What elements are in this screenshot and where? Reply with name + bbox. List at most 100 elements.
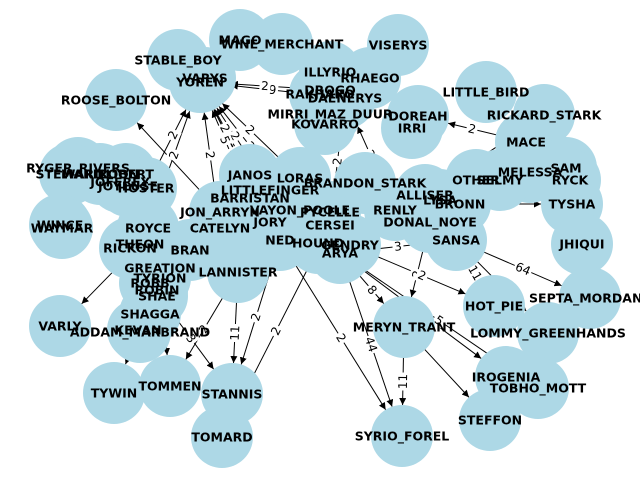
edge-weight-label-bg [259, 78, 271, 94]
edge-weight-text: 2 [248, 311, 264, 322]
node-sansa [425, 209, 487, 271]
node-label: RHAEGO [340, 71, 399, 86]
node-label: SYRIO_FOREL [355, 429, 450, 445]
edge-weight-label: 3 [391, 238, 405, 255]
node-label: MERYN_TRANT [353, 320, 456, 336]
node-label: TYRION [134, 271, 187, 286]
node-label: IROGENIA [472, 370, 541, 385]
edge-weight-label: 2 [195, 320, 213, 338]
edge-weight-label: 64 [511, 259, 535, 279]
edge-weight-label-bg [395, 372, 411, 391]
node-circle [83, 362, 145, 424]
edge-weight-label-bg [332, 329, 350, 347]
node-label: GENDRY [321, 238, 380, 253]
node-label: DONAL_NOYE [383, 215, 477, 231]
node-label: TOBHO_MOTT [490, 381, 587, 397]
node-label: DOREAH [388, 109, 447, 124]
node-label: ROOSE_BOLTON [61, 93, 171, 109]
node-septa-mordane [559, 267, 621, 329]
node-label: STANNIS [202, 387, 263, 402]
node-label: ALLISER [396, 188, 454, 203]
edge-weight-label: 2 [332, 329, 350, 347]
node-circle [85, 69, 147, 131]
node-label: ROBIN [135, 283, 180, 298]
node-syrio-forel [371, 405, 433, 467]
edge-weight-label: 2 [216, 120, 234, 137]
edge-weight-text: 11 [228, 325, 243, 341]
node-circle [139, 355, 201, 417]
node-wine-merchant [251, 13, 313, 75]
node-label: DAENERYS [308, 91, 383, 106]
node-label: ADDAM_MARBRAND [70, 325, 210, 341]
edge-weight-label-bg [363, 281, 381, 299]
node-label: RENLY [373, 203, 418, 218]
node-label: JANOS [227, 168, 272, 183]
node-circle [455, 61, 517, 123]
edge-weight-label-bg [195, 320, 213, 338]
edge-weight-text: 11 [396, 374, 410, 390]
edge-weight-label-bg [247, 309, 265, 325]
node-tywin [83, 362, 145, 424]
node-label: TYWIN [91, 386, 137, 401]
edge-weight-label-bg [414, 266, 430, 285]
node-label: LANNISTER [199, 265, 278, 280]
node-circle [517, 302, 579, 364]
node-steffon [459, 389, 521, 451]
node-circle [174, 47, 236, 109]
edge-weight-label-bg [465, 120, 479, 138]
edge-weight-text: 2 [203, 150, 218, 159]
node-circle [559, 267, 621, 329]
node-varly [29, 295, 91, 357]
node-roose-bolton [85, 69, 147, 131]
node-label: OTHER [452, 173, 500, 188]
node-gendry [319, 214, 381, 276]
node-label: RYGER_RIVERS [26, 161, 130, 177]
node-label: SHAE [138, 289, 176, 304]
node-label: NED [265, 233, 294, 248]
edge-weight-text: 2 [166, 149, 182, 161]
node-circle [459, 389, 521, 451]
node-label: KEVAN [114, 323, 161, 338]
node-label: RYCK [552, 173, 590, 188]
node-label: STEWARD [36, 167, 105, 182]
edge-weight-label-bg [165, 147, 183, 163]
edge-weight-text: 2 [467, 121, 478, 136]
edge-weight-label-bg [241, 121, 259, 139]
node-label: WINE_MERCHANT [221, 37, 344, 53]
edge-weight-label-bg [164, 126, 182, 144]
node-label: CERSEI [305, 218, 355, 233]
edge-weight-label-bg [216, 132, 234, 148]
edge-weight-label: 8 [363, 281, 381, 299]
node-label: LYSA [423, 193, 457, 208]
node-circle [463, 275, 525, 337]
node-circle [191, 406, 253, 468]
node-label: JON_ARRYN [179, 205, 260, 221]
node-label: JORY [252, 215, 287, 230]
edge-weight-label: 2 [165, 147, 183, 163]
edge-weight-label: 2 [259, 78, 271, 94]
edge-line [282, 244, 387, 410]
node-label: TOMMEN [138, 379, 201, 394]
node-label: KOVARRO [291, 117, 359, 132]
node-meryn-trant [373, 296, 435, 358]
edge-arya-syrio_forel [341, 258, 394, 407]
node-label: ROBB [130, 276, 169, 291]
node-label: WAYMAR [31, 221, 94, 236]
node-label: SHAGGA [120, 307, 180, 322]
node-label: HOSTER [118, 181, 175, 196]
edge-weight-text: 64 [513, 260, 533, 279]
node-addam-marbrand [109, 301, 171, 363]
node-label: TYSHA [549, 197, 596, 212]
edge-weight-text: 44 [362, 335, 380, 354]
node-label: SEPTA_MORDANE [529, 291, 640, 307]
node-label: BRAN [170, 243, 209, 258]
node-label: ARYA [322, 246, 358, 261]
node-label: VAYON_POOLE [250, 203, 350, 219]
node-label: BRONN [435, 197, 486, 212]
node-label: SANSA [432, 233, 480, 248]
node-label: STABLE_BOY [134, 53, 222, 69]
node-irri [381, 97, 443, 159]
node-hot-pie [463, 275, 525, 337]
node-label: JOYEUSE [97, 179, 158, 194]
